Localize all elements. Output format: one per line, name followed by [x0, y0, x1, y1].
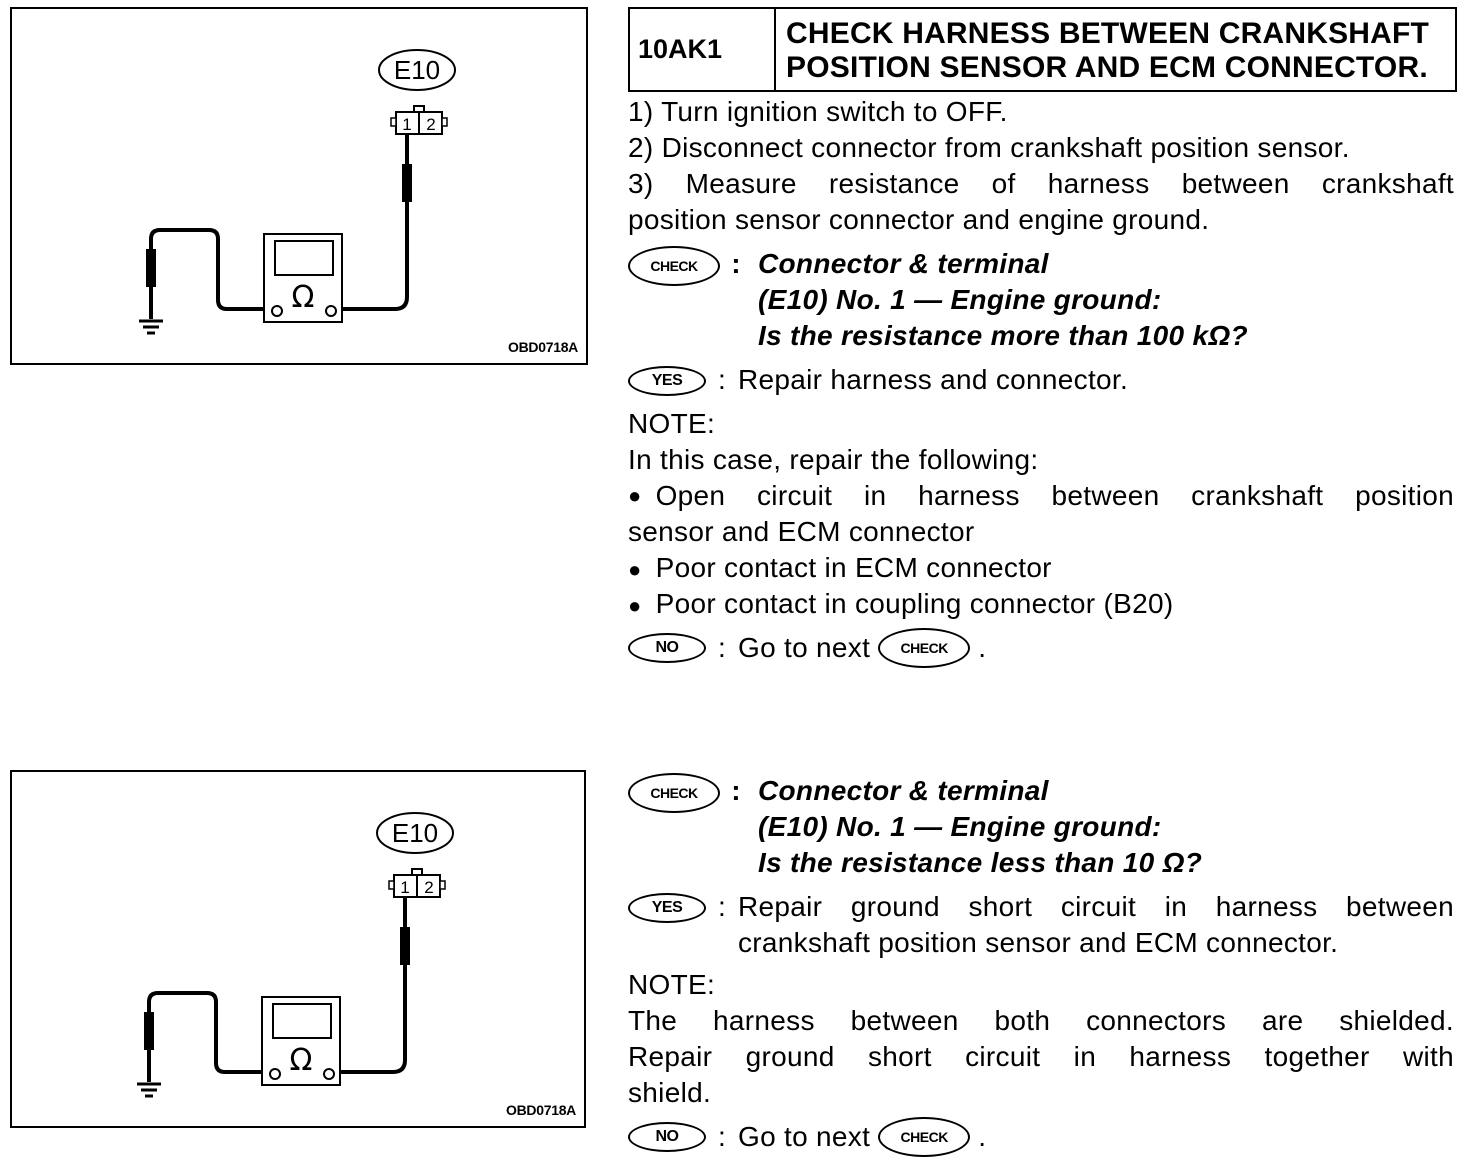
check-2-line-1: Connector & terminal: [758, 775, 1049, 806]
step-code: 10AK1: [630, 9, 776, 90]
check-1-line-1: Connector & terminal: [758, 248, 1049, 279]
ohmmeter-diagram-icon: E10 1 2 Ω: [139, 49, 456, 335]
yes-2-line-2: crankshaft position sensor and ECM conne…: [738, 927, 1339, 958]
procedure-step-3-cont: position sensor connector and engine gro…: [628, 204, 1210, 235]
figure-code: OBD0718A: [506, 1102, 576, 1118]
step-title-line-2: POSITION SENSOR AND ECM CONNECTOR.: [786, 51, 1428, 84]
procedure-step-3: 3) Measure resistance of harness between…: [628, 168, 1454, 199]
no-badge-icon: NO: [628, 633, 706, 663]
yes-block-2: YES : Repair ground short circuit in har…: [628, 889, 1454, 961]
note-block-1: NOTE: In this case, repair the following…: [628, 406, 1454, 622]
no-block-2: NO : Go to next CHECK .: [628, 1117, 1454, 1157]
procedure-step-2: 2) Disconnect connector from crankshaft …: [628, 132, 1350, 163]
wiring-diagram-top: E10 1 2 Ω OBD0718A: [10, 7, 588, 365]
note-2-line-1: The harness between both connectors are …: [628, 1005, 1454, 1036]
no-block-1: NO : Go to next CHECK .: [628, 628, 1454, 668]
yes-1-text: Repair harness and connector.: [738, 364, 1129, 395]
note-1-bullet-1-cont: sensor and ECM connector: [628, 516, 975, 547]
connector-label: E10: [394, 55, 440, 85]
ohmmeter-diagram-icon: E10 1 2 Ω: [137, 812, 454, 1098]
check-block-2: CHECK : Connector & terminal (E10) No. 1…: [628, 773, 1454, 881]
note-2-label: NOTE:: [628, 969, 716, 1000]
check-1-line-2: (E10) No. 1 — Engine ground:: [758, 284, 1162, 315]
check-badge-icon: CHECK: [628, 246, 720, 286]
note-1-intro: In this case, repair the following:: [628, 444, 1039, 475]
no-2-text: Go to next: [738, 1121, 871, 1152]
check-2-line-2: (E10) No. 1 — Engine ground:: [758, 811, 1162, 842]
ohm-symbol: Ω: [292, 280, 315, 315]
yes-badge-icon: YES: [628, 366, 706, 396]
note-2-line-3: shield.: [628, 1077, 712, 1108]
check-badge-icon: CHECK: [628, 773, 720, 813]
check-1-line-3: Is the resistance more than 100 kΩ?: [758, 320, 1248, 351]
note-1-bullet-2: Poor contact in ECM connector: [628, 550, 1454, 586]
procedure-step-1: 1) Turn ignition switch to OFF.: [628, 96, 1008, 127]
check-block-1: CHECK : Connector & terminal (E10) No. 1…: [628, 246, 1454, 354]
pin-2-label: 2: [426, 115, 435, 134]
no-badge-icon: NO: [628, 1122, 706, 1152]
wiring-diagram-bottom: E10 1 2 Ω OBD0718A: [10, 770, 586, 1128]
pin-1-label: 1: [400, 878, 409, 897]
step-title-line-1: CHECK HARNESS BETWEEN CRANKSHAFT: [786, 17, 1430, 50]
note-2-line-2: Repair ground short circuit in harness t…: [628, 1041, 1454, 1072]
figure-code: OBD0718A: [508, 339, 578, 355]
ohm-symbol: Ω: [290, 1043, 313, 1078]
no-1-end: .: [978, 632, 987, 663]
yes-block-1: YES : Repair harness and connector.: [628, 362, 1454, 398]
note-block-2: NOTE: The harness between both connector…: [628, 967, 1454, 1111]
pin-1-label: 1: [402, 115, 411, 134]
no-1-text: Go to next: [738, 632, 871, 663]
note-1-bullet-3: Poor contact in coupling connector (B20): [628, 586, 1454, 622]
note-1-bullet-1: Open circuit in harness between cranksha…: [628, 478, 1454, 514]
step-header: 10AK1 CHECK HARNESS BETWEEN CRANKSHAFT P…: [628, 7, 1457, 92]
check-badge-icon: CHECK: [878, 1117, 971, 1157]
procedure-steps: 1) Turn ignition switch to OFF. 2) Disco…: [628, 94, 1454, 238]
connector-label: E10: [392, 818, 438, 848]
no-2-end: .: [978, 1121, 987, 1152]
yes-badge-icon: YES: [628, 893, 706, 923]
step-title: CHECK HARNESS BETWEEN CRANKSHAFT POSITIO…: [776, 9, 1455, 90]
check-badge-icon: CHECK: [878, 628, 971, 668]
yes-2-line-1: Repair ground short circuit in harness b…: [738, 891, 1454, 922]
pin-2-label: 2: [424, 878, 433, 897]
note-1-label: NOTE:: [628, 408, 716, 439]
check-2-line-3: Is the resistance less than 10 Ω?: [758, 847, 1203, 878]
